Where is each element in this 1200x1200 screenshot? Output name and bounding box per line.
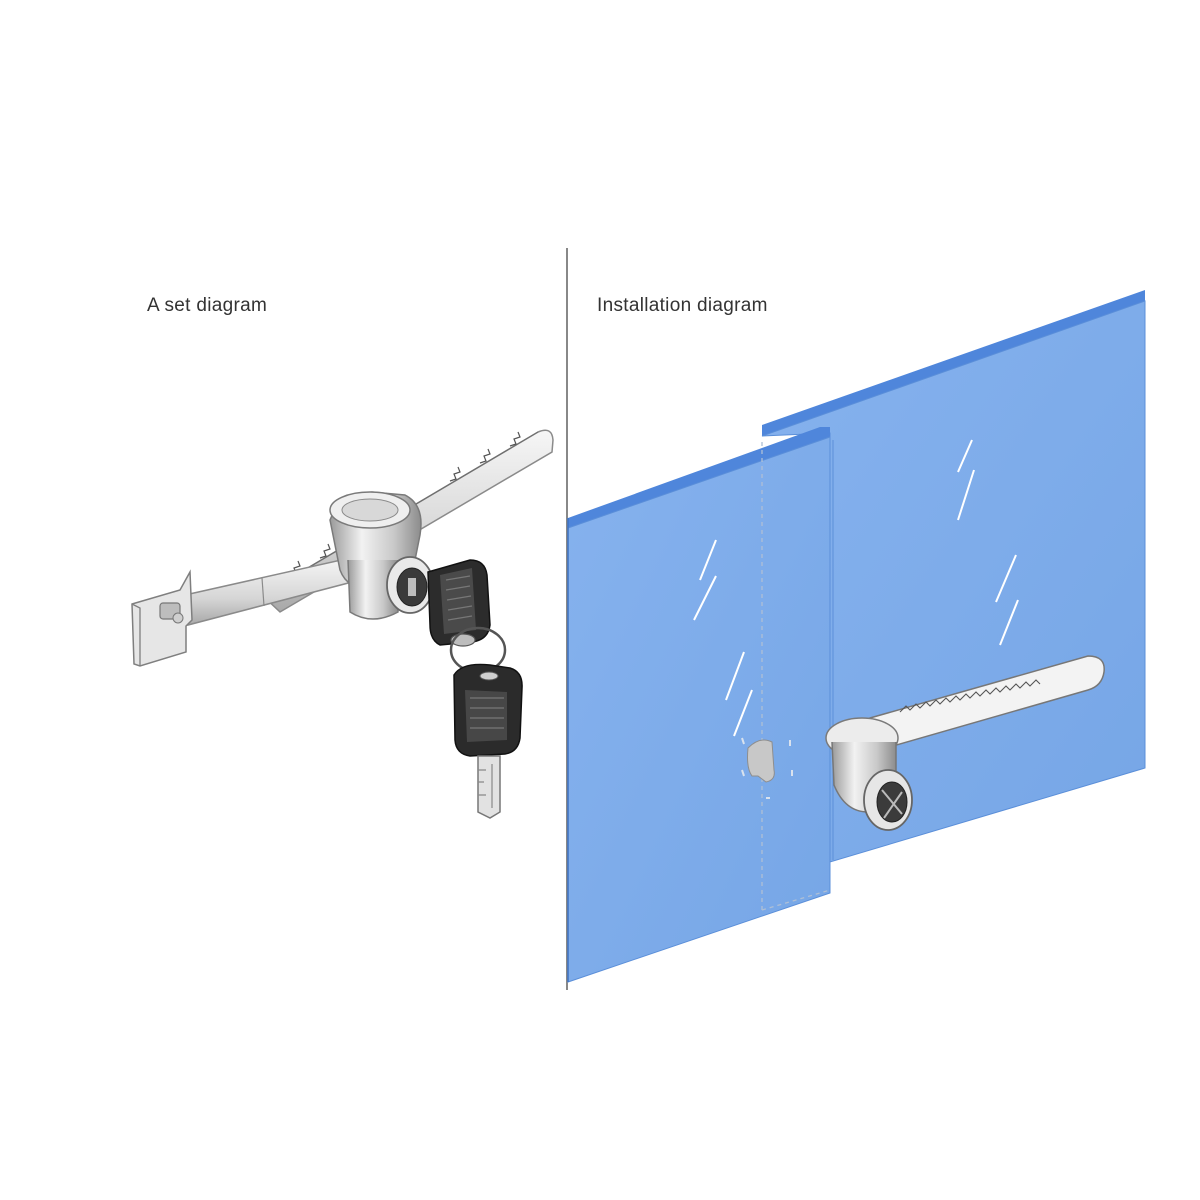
hanging-key-icon bbox=[453, 663, 523, 819]
installation-illustration bbox=[567, 290, 1146, 983]
set-diagram-caption: A set diagram bbox=[147, 295, 268, 316]
installed-lock-cylinder bbox=[825, 717, 913, 831]
lower-bar-with-bracket bbox=[131, 557, 353, 667]
lock-cylinder bbox=[329, 491, 434, 620]
installation-diagram-caption: Installation diagram bbox=[597, 295, 768, 316]
front-glass-panel bbox=[567, 427, 831, 983]
lock-set-illustration bbox=[131, 429, 554, 819]
installed-ratchet-bar bbox=[869, 655, 1105, 753]
